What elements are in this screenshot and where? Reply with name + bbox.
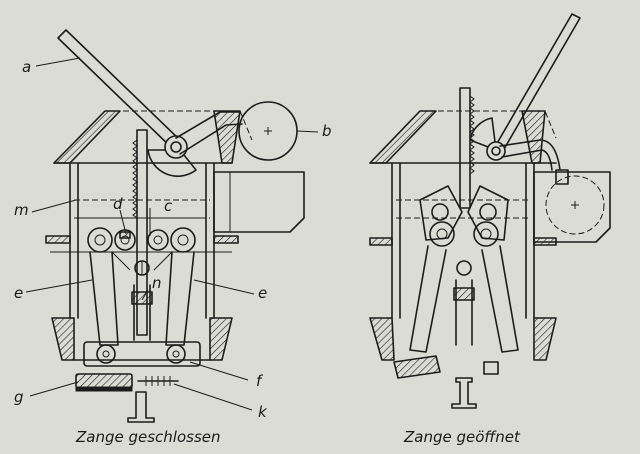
jaw-block-open [419, 185, 463, 241]
roof-left-open [369, 110, 437, 164]
rack-closed [136, 129, 148, 336]
caption-open: Zange geöffnet [404, 428, 520, 446]
rack-open [459, 87, 471, 209]
closed-tong-view [45, 29, 305, 423]
jaw-right-closed [209, 317, 233, 361]
roof-right-closed [213, 110, 241, 164]
rail-open [451, 377, 477, 409]
side-housing-open [533, 171, 611, 243]
grip-g-closed [75, 373, 133, 389]
caption-closed: Zange geschlossen [76, 428, 221, 446]
side-housing-closed [213, 171, 305, 233]
label-n: n [152, 274, 162, 292]
label-a: a [22, 58, 32, 76]
roof-right-open [521, 110, 546, 164]
label-f: f [256, 372, 262, 390]
label-e-right: e [258, 284, 268, 302]
label-c: c [164, 197, 173, 215]
lever-a-closed [57, 29, 183, 151]
label-g: g [14, 388, 24, 406]
grip-open [393, 355, 441, 379]
label-m: m [14, 201, 29, 219]
open-tong-view [369, 13, 611, 409]
label-e-left: e [14, 284, 24, 302]
label-k: k [258, 403, 267, 421]
label-d: d [113, 195, 123, 213]
roof-left-closed [53, 110, 121, 164]
leader-lines [25, 57, 319, 411]
label-b: b [322, 122, 332, 140]
jaw-right-open [533, 317, 557, 361]
rail-closed [127, 391, 155, 423]
jaw-left-closed [51, 317, 75, 361]
jaw-left-open [369, 317, 395, 361]
